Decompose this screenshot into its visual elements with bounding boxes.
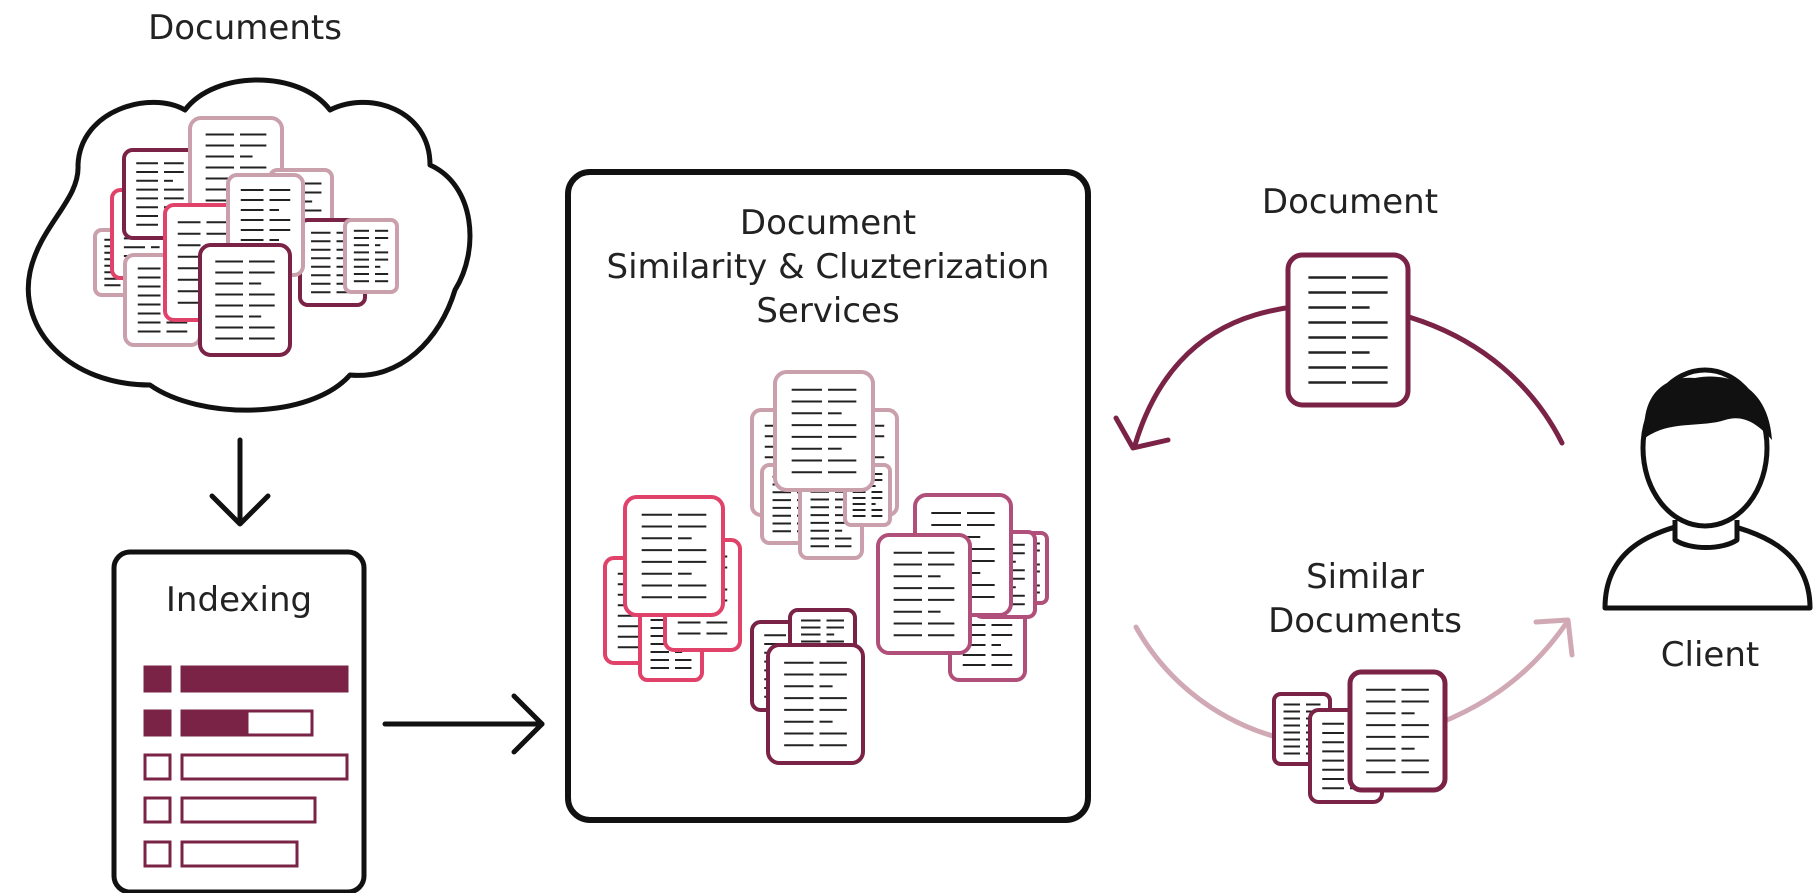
- service-title-line2: Similarity & Cluzterization: [606, 247, 1050, 287]
- document-icon: [623, 495, 725, 617]
- similar-documents-icon: [1272, 669, 1448, 804]
- document-icon: [773, 370, 875, 492]
- index-rows-group: [143, 665, 349, 868]
- document-icon: [766, 643, 865, 765]
- service-title-line1: Document: [739, 203, 917, 243]
- document-icon: [1285, 252, 1411, 408]
- arrow-down-icon: [209, 437, 271, 527]
- index-row: [143, 840, 299, 868]
- client-person-icon: [1602, 367, 1813, 611]
- cluster-documents-group: [603, 370, 1049, 765]
- document-icon: [343, 218, 399, 294]
- document-icon: [198, 243, 292, 357]
- index-row: [143, 709, 314, 737]
- documents-label: Documents: [148, 8, 342, 48]
- cloud-documents-group: [93, 116, 399, 357]
- document-icon: [876, 533, 972, 655]
- document-icon: [1347, 669, 1448, 793]
- arrow-right-icon: [382, 693, 545, 755]
- document-label: Document: [1261, 182, 1439, 222]
- similar-documents-label-line1: Similar: [1306, 557, 1424, 597]
- similar-documents-label-line2: Documents: [1268, 601, 1462, 641]
- request-document-icon: [1285, 252, 1411, 408]
- index-row: [143, 665, 349, 693]
- service-title-line3: Services: [756, 291, 900, 331]
- index-row: [143, 753, 349, 781]
- indexing-label: Indexing: [165, 580, 313, 620]
- client-label: Client: [1660, 635, 1760, 675]
- index-row: [143, 796, 317, 824]
